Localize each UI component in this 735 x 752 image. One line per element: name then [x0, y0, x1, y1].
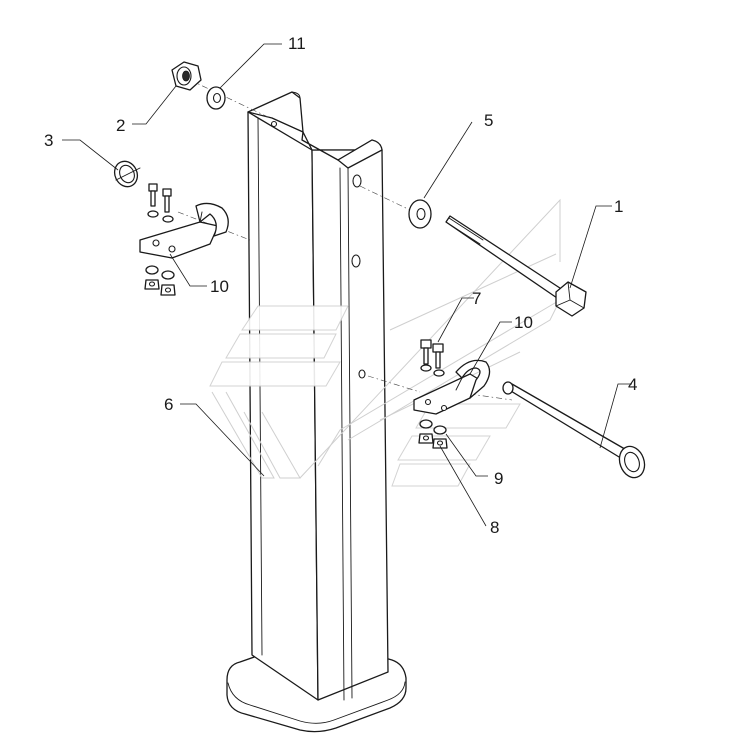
item-3-linch-pin [113, 160, 141, 188]
item-5-washer [408, 199, 432, 229]
item-1-bolt [445, 215, 587, 317]
callout-9: 9 [494, 469, 503, 488]
callout-2: 2 [116, 116, 125, 135]
post-hole-lower [351, 254, 361, 268]
callout-1: 1 [614, 197, 623, 216]
item-4-pin [502, 381, 646, 479]
callout-10-lower: 10 [514, 313, 533, 332]
callout-6: 6 [164, 395, 173, 414]
item-11-washer [206, 86, 226, 110]
callout-8: 8 [490, 518, 499, 537]
callout-5: 5 [484, 111, 493, 130]
leader-lines [62, 43, 632, 527]
lower-bracket [413, 339, 491, 449]
main-post [247, 91, 389, 701]
callout-7: 7 [472, 289, 481, 308]
callout-11: 11 [288, 34, 306, 53]
watermark-logo [209, 198, 562, 487]
post-hole-bracket [358, 369, 366, 379]
callout-labels: 11 2 3 5 1 10 7 10 4 6 9 8 [44, 34, 637, 537]
item-2-nut [171, 61, 202, 91]
callout-10-upper: 10 [210, 277, 229, 296]
post-hole-upper [352, 174, 362, 188]
callout-3: 3 [44, 131, 53, 150]
upper-bracket [139, 183, 229, 296]
callout-4: 4 [628, 375, 637, 394]
